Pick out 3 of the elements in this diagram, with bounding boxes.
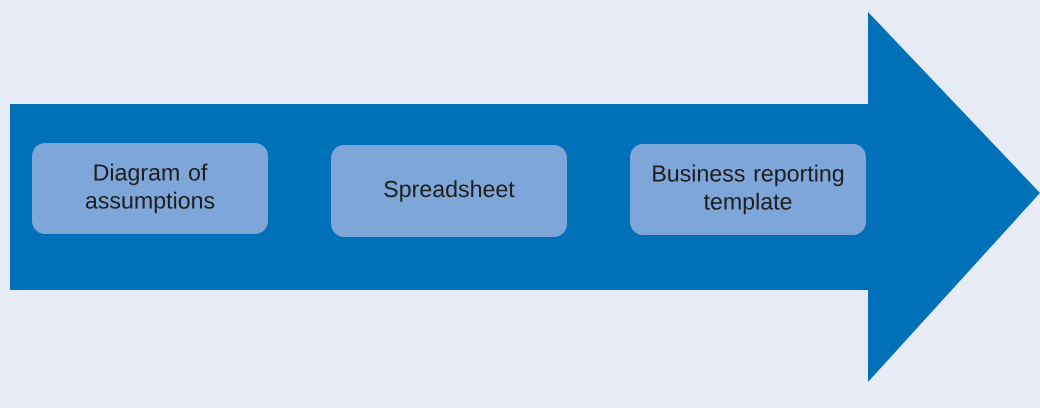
- process-box: Diagram of assumptions: [32, 143, 268, 234]
- process-box: Spreadsheet: [331, 145, 567, 237]
- process-box: Business reporting template: [630, 144, 866, 235]
